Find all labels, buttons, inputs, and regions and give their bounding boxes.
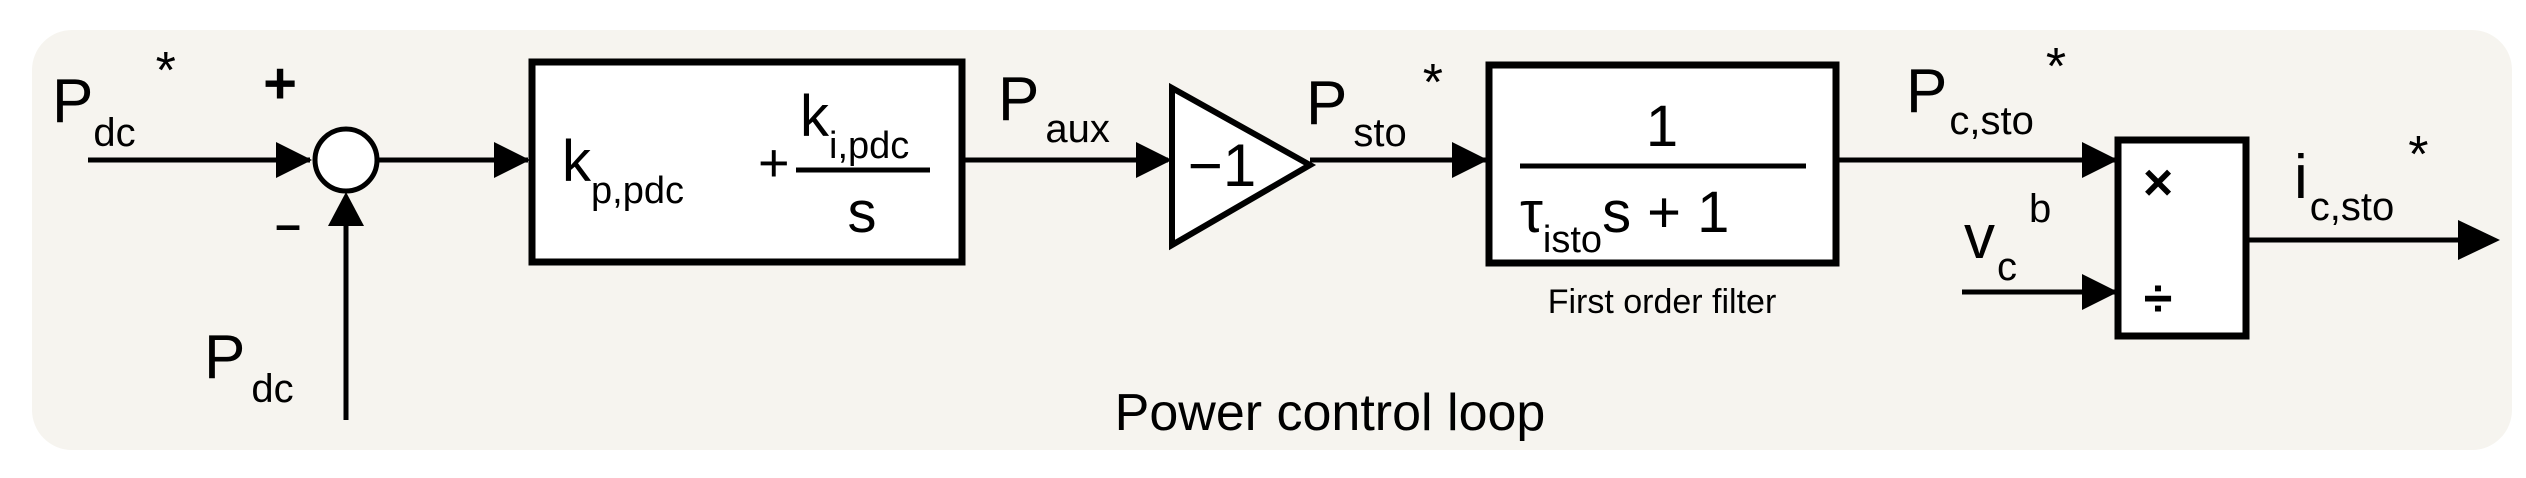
pi-ki-main: k xyxy=(800,84,830,149)
summing-junction xyxy=(312,126,380,194)
gain-block xyxy=(1169,82,1317,251)
label-vcb-sup: b xyxy=(2029,187,2051,231)
filter-denominator: τistos + 1 xyxy=(1520,180,1729,261)
label-vcb-sub: c xyxy=(1997,245,2017,289)
pi-ki: ki,pdc xyxy=(800,84,909,167)
label-pcsto-ref-sub: c,sto xyxy=(1949,99,2033,143)
label-pdc-ref-main: P xyxy=(52,67,93,136)
label-pdc-ref: Pdc * xyxy=(52,42,176,155)
label-icsto-ref-main: i xyxy=(2294,143,2308,212)
label-pdc-fb-main: P xyxy=(204,323,245,392)
label-psto-ref-sub: sto xyxy=(1353,111,1406,155)
label-icsto-ref-sup: * xyxy=(2408,126,2428,184)
arrowhead-divider-input-top xyxy=(2082,142,2118,178)
label-vcb-main: v xyxy=(1964,203,1995,272)
divide-symbol: ÷ xyxy=(2144,270,2173,328)
label-pdc-ref-sup: * xyxy=(156,42,176,100)
arrowhead-divider-input-bottom xyxy=(2082,274,2118,310)
divider-block xyxy=(2114,136,2250,340)
loop-caption: Power control loop xyxy=(1115,384,1546,442)
pi-denominator: s xyxy=(848,180,877,245)
pi-plus: + xyxy=(758,133,790,193)
pi-kp-main: k xyxy=(562,129,592,194)
pi-controller-block xyxy=(528,58,966,266)
label-pdc-ref-sub: dc xyxy=(93,111,135,155)
arrowhead-sum-input xyxy=(276,142,312,178)
arrowhead-pi-input xyxy=(494,142,530,178)
filter-caption: First order filter xyxy=(1548,283,1777,321)
pi-kp-sub: p,pdc xyxy=(591,170,684,212)
label-pdc-fb-sub: dc xyxy=(251,367,293,411)
label-psto-ref-main: P xyxy=(1306,69,1347,138)
label-vcb: vcb xyxy=(1964,187,2051,289)
label-psto-ref-sup: * xyxy=(1423,54,1443,112)
label-pcsto-ref-sup: * xyxy=(2046,38,2066,96)
arrowhead-sum-feedback xyxy=(328,192,364,226)
pi-kp: kp,pdc xyxy=(562,129,684,212)
arrowhead-output xyxy=(2458,220,2500,260)
label-icsto-ref-sub: c,sto xyxy=(2310,185,2394,229)
arrowhead-filter-input xyxy=(1452,142,1488,178)
label-paux-sub: aux xyxy=(1045,107,1110,151)
filter-tau: τ xyxy=(1520,180,1543,245)
label-pcsto-ref: Pc,sto * xyxy=(1906,38,2066,143)
sum-minus-sign: – xyxy=(275,198,301,250)
sum-plus-sign: + xyxy=(263,51,297,116)
arrowhead-gain-input xyxy=(1136,142,1172,178)
label-icsto-ref: ic,sto * xyxy=(2294,126,2429,229)
filter-den-rest: s + 1 xyxy=(1602,180,1729,245)
multiply-symbol: × xyxy=(2143,154,2173,212)
pi-ki-sub: i,pdc xyxy=(829,125,909,167)
label-paux-main: P xyxy=(998,65,1039,134)
gain-label: −1 xyxy=(1188,132,1256,199)
label-pcsto-ref-main: P xyxy=(1906,57,1947,126)
filter-tau-sub: isto xyxy=(1543,219,1602,261)
filter-numerator: 1 xyxy=(1646,94,1678,159)
